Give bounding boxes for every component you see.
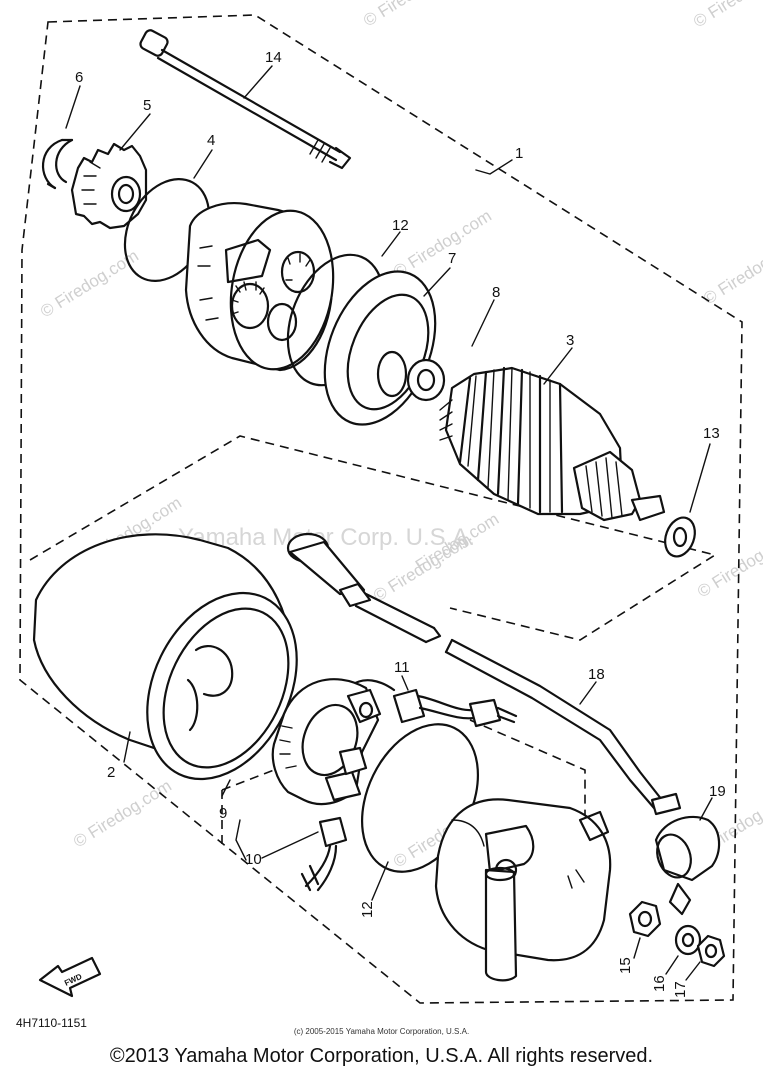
terminal-stud [668,882,692,916]
circlip [41,138,74,190]
part-label-7: 7 [448,250,456,267]
nut [628,900,662,938]
through-bolt [139,29,352,170]
washer [674,924,702,956]
armature [439,366,666,522]
part-label-12: 12 [359,901,376,918]
nut [696,934,726,968]
part-labels: 1 2 3 4 5 6 7 8 9 10 11 12 12 13 14 15 1… [75,49,726,998]
washer [664,516,696,558]
watermark-site: © Firedog.com [694,526,763,601]
part-label-2: 2 [107,764,115,781]
watermark-site: © Firedog.com [360,0,465,30]
part-label-8: 8 [492,284,500,301]
part-label-12: 12 [392,217,409,234]
yoke [32,533,298,781]
part-label-11: 11 [394,659,410,676]
brush-holder-outline [221,759,301,850]
washer [406,358,446,402]
part-label-1: 1 [515,145,523,162]
front-cover-reduction-gear [184,202,335,372]
part-label-14: 14 [265,49,282,66]
part-label-19: 19 [709,783,726,800]
part-label-18: 18 [588,666,605,683]
part-label-13: 13 [703,425,720,442]
brush [300,816,348,892]
part-label-3: 3 [566,332,574,349]
part-label-6: 6 [75,69,83,86]
lead-wire [286,532,682,816]
leader-lines [65,65,713,981]
brush-holder [271,678,382,806]
small-copyright: (c) 2005-2015 Yamaha Motor Corporation, … [293,1027,470,1036]
watermark-site: © Firedog.com [700,233,763,308]
part-label-15: 15 [617,957,634,974]
part-label-5: 5 [143,97,151,114]
brush-lead-terminal [348,679,518,728]
part-label-17: 17 [672,981,689,998]
diagram-code: 4H7110-1151 [16,1016,87,1030]
part-label-10: 10 [245,851,262,868]
copyright-footer: ©2013 Yamaha Motor Corporation, U.S.A. A… [109,1045,654,1067]
rear-cover [434,798,612,982]
part-label-9: 9 [219,805,227,822]
terminal-boot [654,815,721,882]
subassembly-outline [29,435,718,641]
part-label-4: 4 [207,132,215,149]
pinion-gear [70,142,148,230]
assembly-outline [19,14,743,1004]
watermark-site: © Firedog.com [70,776,175,851]
watermark-site: © Firedog.com [690,0,763,31]
part-label-16: 16 [651,975,668,992]
forward-arrow-icon: FWD [38,956,102,998]
